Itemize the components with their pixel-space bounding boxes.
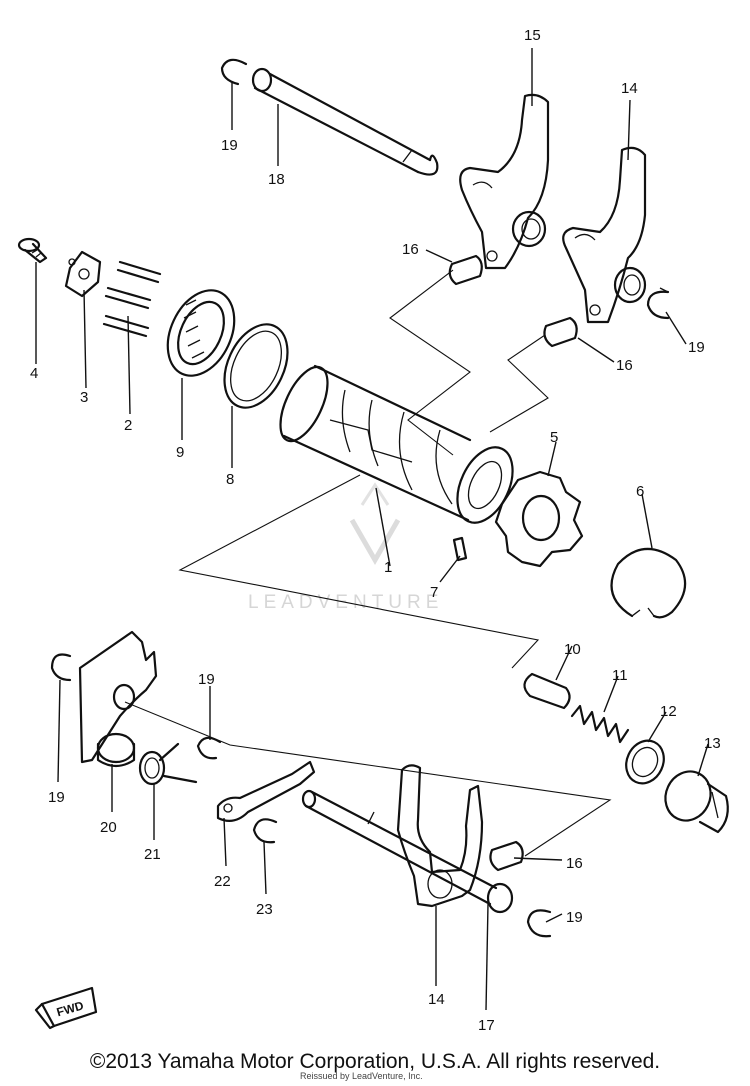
part-6-circlip-large bbox=[610, 547, 687, 619]
part-7-pin bbox=[452, 536, 468, 562]
part-14-shift-fork-lower bbox=[396, 764, 484, 908]
part-12-washer bbox=[625, 739, 665, 785]
part-23-circlip bbox=[252, 818, 278, 844]
part-9-bearing bbox=[166, 289, 236, 377]
callout-4: 4 bbox=[30, 365, 38, 382]
part-15-shift-fork bbox=[459, 93, 550, 270]
part-14-shift-fork-upper bbox=[562, 146, 647, 324]
part-19-circlip-left bbox=[50, 653, 72, 682]
part-22-shift-arm bbox=[216, 760, 316, 823]
callout-1: 1 bbox=[384, 559, 392, 576]
part-13-plug-bolt bbox=[664, 770, 729, 834]
callout-21: 21 bbox=[144, 846, 161, 863]
callout-18: 18 bbox=[268, 171, 285, 188]
callout-3: 3 bbox=[80, 389, 88, 406]
part-3-segment-plate bbox=[64, 250, 102, 298]
part-16-guide-pin-a bbox=[448, 254, 483, 286]
callout-11: 11 bbox=[612, 667, 628, 684]
watermark-logo: LEADVENTURE bbox=[248, 482, 443, 613]
callout-14: 14 bbox=[621, 80, 638, 97]
callout-16: 16 bbox=[566, 855, 583, 872]
part-21-torsion-spring bbox=[138, 742, 198, 786]
assembly-guide-lines bbox=[124, 269, 612, 857]
watermark-text: LEADVENTURE bbox=[248, 592, 443, 613]
callout-20: 20 bbox=[100, 819, 117, 836]
callout-23: 23 bbox=[256, 901, 273, 918]
part-16-guide-pin-b bbox=[543, 316, 578, 348]
callout-14: 14 bbox=[428, 991, 445, 1008]
callout-19: 19 bbox=[688, 339, 705, 356]
part-1-shift-drum bbox=[279, 364, 514, 524]
reissued-notice: Reissued by LeadVenture, Inc. bbox=[300, 1071, 423, 1081]
callout-labels: 15 14 19 18 16 19 16 4 3 2 9 8 5 6 1 7 1… bbox=[30, 27, 721, 1034]
part-20-stopper-lever bbox=[78, 630, 158, 768]
callout-7: 7 bbox=[430, 584, 438, 601]
callout-8: 8 bbox=[226, 471, 234, 488]
part-10-plunger bbox=[523, 672, 571, 710]
callout-22: 22 bbox=[214, 873, 231, 890]
callout-10: 10 bbox=[564, 641, 581, 658]
callout-12: 12 bbox=[660, 703, 677, 720]
callout-19: 19 bbox=[221, 137, 238, 154]
callout-15: 15 bbox=[524, 27, 541, 44]
callout-16: 16 bbox=[616, 357, 633, 374]
callout-2: 2 bbox=[124, 417, 132, 434]
callout-9: 9 bbox=[176, 444, 184, 461]
leader-lines bbox=[35, 48, 709, 1011]
part-19-circlip-top bbox=[220, 58, 248, 86]
part-2-pins bbox=[102, 260, 162, 338]
callout-19: 19 bbox=[48, 789, 65, 806]
callout-5: 5 bbox=[550, 429, 558, 446]
part-17-shift-fork-shaft bbox=[301, 789, 514, 914]
callout-17: 17 bbox=[478, 1017, 495, 1034]
part-11-spring bbox=[570, 704, 630, 744]
part-19-circlip-mid bbox=[196, 736, 222, 760]
part-4-screw bbox=[17, 237, 48, 264]
part-19-circlip-right bbox=[646, 287, 670, 320]
callout-13: 13 bbox=[704, 735, 721, 752]
part-16-guide-pin-c bbox=[489, 840, 524, 872]
callout-19: 19 bbox=[566, 909, 583, 926]
callout-6: 6 bbox=[636, 483, 644, 500]
copyright-notice: ©2013 Yamaha Motor Corporation, U.S.A. A… bbox=[89, 1050, 661, 1073]
part-5-cam-plate bbox=[494, 470, 584, 568]
part-8-washer bbox=[223, 323, 289, 409]
callout-19: 19 bbox=[198, 671, 215, 688]
callout-16: 16 bbox=[402, 241, 419, 258]
fwd-arrow-badge: FWD bbox=[34, 986, 98, 1030]
part-18-shift-fork-shaft bbox=[251, 67, 439, 176]
part-19-circlip-bottom bbox=[526, 909, 552, 938]
